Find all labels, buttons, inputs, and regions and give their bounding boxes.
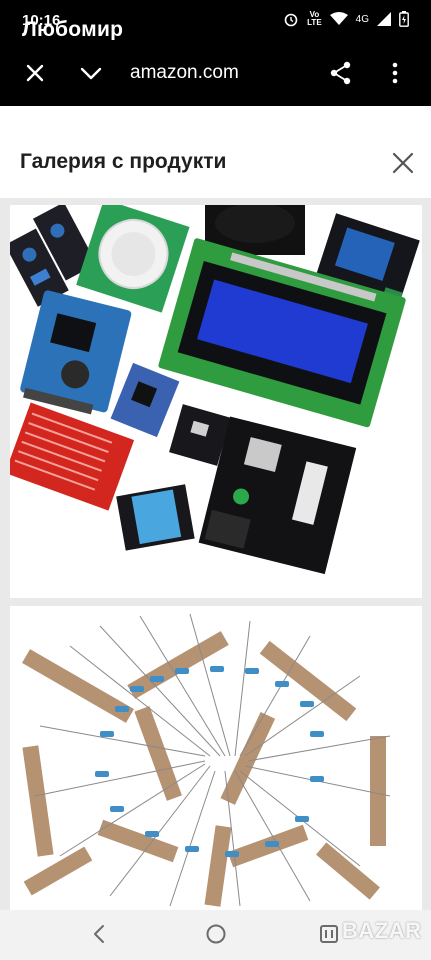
share-icon[interactable] (328, 60, 354, 86)
network-type: 4G (355, 13, 369, 25)
sensor-modules-image (10, 205, 422, 598)
more-vert-icon[interactable] (385, 60, 405, 86)
page-domain[interactable]: amazon.com (130, 62, 239, 83)
close-gallery-icon[interactable] (390, 150, 416, 176)
status-time: 10:16 (22, 12, 61, 29)
chevron-down-icon[interactable] (78, 60, 104, 86)
recents-icon[interactable] (318, 923, 340, 945)
resistor-assortment-image (10, 606, 422, 910)
gallery-title: Галерия с продукти (20, 150, 227, 173)
browser-toolbar: amazon.com (0, 40, 431, 106)
overlay-username: Любомир (22, 18, 124, 41)
wifi-icon (329, 12, 348, 25)
volte-indicator: Vo LTE (307, 10, 322, 27)
close-icon[interactable] (22, 60, 48, 86)
status-icons: Vo LTE 4G (283, 11, 409, 27)
home-icon[interactable] (205, 923, 227, 945)
signal-icon (377, 12, 391, 26)
system-nav-bar (0, 910, 431, 960)
gallery-image-resistors[interactable] (10, 606, 422, 910)
watermark: BAZAR (342, 918, 422, 943)
status-bar: 10:16 Vo LTE 4G Любомир (0, 0, 431, 41)
back-icon[interactable] (88, 922, 110, 946)
gallery-header: Галерия с продукти (0, 106, 431, 198)
alarm-icon (284, 13, 298, 27)
gallery-image-sensors[interactable] (10, 205, 422, 598)
battery-icon (399, 11, 409, 27)
